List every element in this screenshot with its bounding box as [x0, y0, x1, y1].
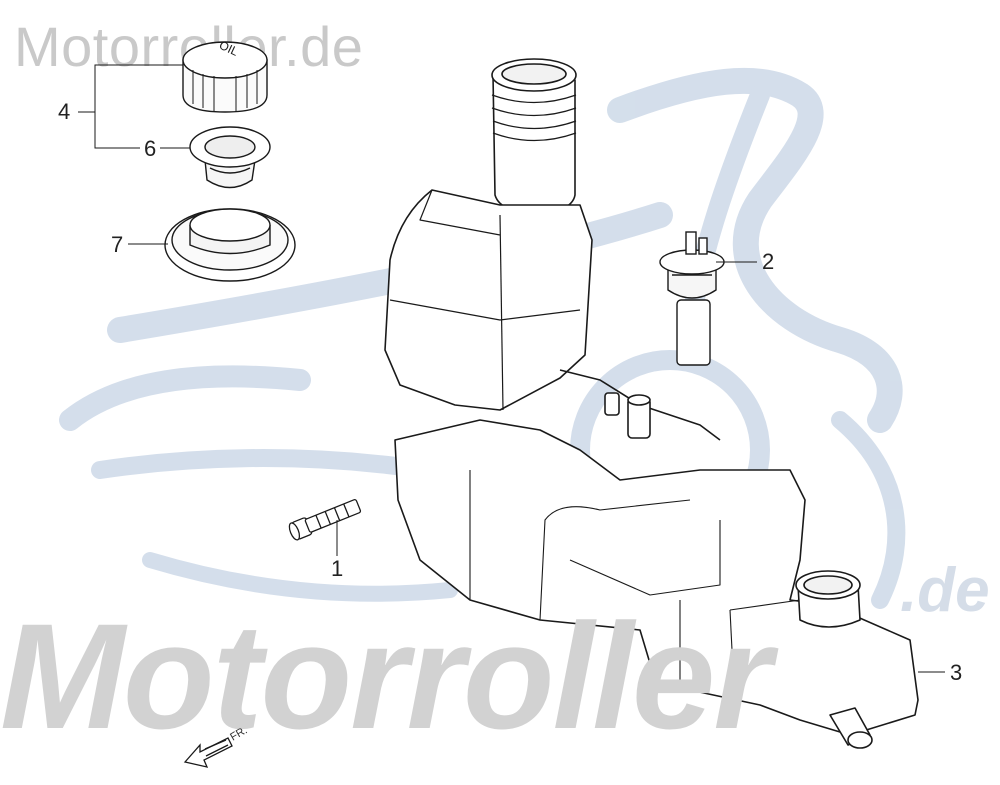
front-direction-arrow	[183, 737, 233, 768]
callout-4: 4	[58, 99, 71, 124]
callout-2: 2	[762, 249, 775, 274]
callout-leaders	[78, 64, 945, 673]
oil-tank-part-3	[384, 58, 919, 749]
leader-4	[78, 64, 183, 113]
cap-seal-part-6	[189, 126, 271, 189]
oil-cap-part-4: OIL	[182, 38, 268, 113]
watermark-big-text: Motorroller	[0, 592, 772, 760]
callout-3: 3	[950, 660, 963, 685]
callout-7: 7	[111, 232, 124, 257]
filler-ring-part-7	[164, 208, 296, 282]
level-sensor-part-2	[659, 231, 725, 366]
callout-6: 6	[144, 136, 157, 161]
watermark-de-text: .de	[900, 556, 990, 625]
hose-connector-part-1	[288, 499, 362, 541]
callout-1: 1	[331, 556, 344, 581]
